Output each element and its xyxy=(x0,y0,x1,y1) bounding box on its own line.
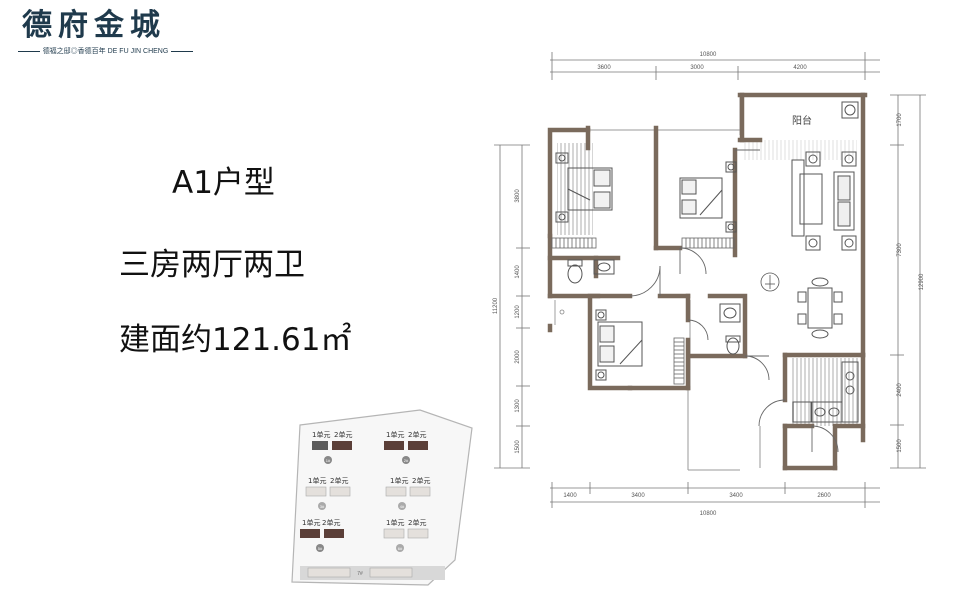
unit2-label-b3: 2单元 xyxy=(330,476,348,485)
building-number-1: 1# xyxy=(326,458,331,463)
building-7: 7# xyxy=(307,567,413,578)
unit1-label-b4: 1单元 xyxy=(390,476,408,485)
brand-title: 德府金城 xyxy=(22,8,166,43)
building-4: 1单元 2单元 4# xyxy=(385,476,430,510)
unit2-label-b6: 2单元 xyxy=(408,518,426,527)
basin-left xyxy=(593,259,615,275)
wardrobe-second xyxy=(681,237,735,249)
dimensions-top xyxy=(550,52,880,80)
unit1-label-b6: 1单元 xyxy=(386,518,404,527)
unit1-label-b5: 1单元 xyxy=(302,518,320,527)
building-6: 1单元 2单元 6# xyxy=(383,518,429,552)
dim-left-5: 1300 xyxy=(515,399,521,413)
dim-left-4: 2000 xyxy=(515,350,521,364)
basin-right xyxy=(719,303,741,323)
dim-left-6: 1500 xyxy=(515,440,521,454)
bed-third xyxy=(595,309,643,381)
dim-top-3: 4200 xyxy=(793,65,807,71)
balcony-label: 阳台 xyxy=(792,114,812,127)
dim-bottom-3: 3400 xyxy=(729,493,743,499)
bed-second xyxy=(679,161,737,233)
washing-machine xyxy=(841,101,859,119)
kitchen-counter xyxy=(792,361,859,423)
compass-icon xyxy=(760,272,780,292)
toilet-right xyxy=(725,335,741,355)
dim-right-2: 7300 xyxy=(897,243,903,257)
dim-right-total: 12900 xyxy=(919,273,925,290)
brand-logo: 德府金城 德福之邸◎香德百年 DE FU JIN CHENG xyxy=(18,8,193,56)
bed-master xyxy=(555,152,613,223)
building-number-6: 6# xyxy=(398,546,403,551)
doors xyxy=(629,149,839,453)
divider xyxy=(171,50,193,52)
brand-subtitle: 德福之邸◎香德百年 DE FU JIN CHENG xyxy=(42,48,169,55)
dim-right-1: 1700 xyxy=(897,113,903,127)
sofa xyxy=(791,159,855,237)
dim-right-3: 2400 xyxy=(897,383,903,397)
building-number-4: 4# xyxy=(400,504,405,509)
unit2-label-b1: 2单元 xyxy=(334,430,352,439)
walls xyxy=(547,92,868,471)
dim-right-4: 1500 xyxy=(897,439,903,453)
dim-top-2: 3000 xyxy=(690,65,704,71)
divider xyxy=(18,50,40,52)
dim-bottom-2: 3400 xyxy=(631,493,645,499)
dim-left-3: 1200 xyxy=(515,305,521,319)
unit2-label-b2: 2单元 xyxy=(408,430,426,439)
brand-subtitle-row: 德福之邸◎香德百年 DE FU JIN CHENG xyxy=(18,46,193,56)
dining-table xyxy=(797,277,843,339)
building-3: 1单元 2单元 3# xyxy=(305,476,351,510)
building-5: 1单元 2单元 5# xyxy=(300,518,344,552)
unit-area: 建面约121.61㎡ xyxy=(119,322,352,358)
dimensions-right xyxy=(890,94,926,469)
dim-bottom-4: 2600 xyxy=(817,493,831,499)
dim-left-2: 1400 xyxy=(515,265,521,279)
building-number-3: 3# xyxy=(320,504,325,509)
wardrobe-master xyxy=(551,237,597,249)
dim-bottom-1: 1400 xyxy=(563,493,577,499)
floor-finish xyxy=(557,140,860,426)
unit1-label-b1: 1单元 xyxy=(312,430,330,439)
unit2-label-b5: 2单元 xyxy=(322,518,340,527)
unit-layout: 三房两厅两卫 xyxy=(119,247,305,283)
dim-bottom-total: 10800 xyxy=(700,511,717,517)
dim-left-total: 11200 xyxy=(493,297,499,314)
building-number-7: 7# xyxy=(357,571,363,577)
building-number-2: 2# xyxy=(404,458,409,463)
wardrobe-third xyxy=(673,337,685,385)
dimensions-left xyxy=(494,144,530,469)
dim-left-1: 3800 xyxy=(515,189,521,203)
unit1-label-b2: 1单元 xyxy=(386,430,404,439)
shower xyxy=(554,300,565,325)
dim-top-total: 10800 xyxy=(700,52,717,58)
dimensions-bottom xyxy=(550,482,880,508)
site-boundary xyxy=(291,409,473,586)
unit-type: A1户型 xyxy=(172,165,275,201)
building-1: 1单元 2单元 1# xyxy=(312,430,352,464)
dim-top-1: 3600 xyxy=(597,65,611,71)
unit2-label-b4: 2单元 xyxy=(412,476,430,485)
unit1-label-b3: 1单元 xyxy=(308,476,326,485)
building-number-5: 5# xyxy=(318,546,323,551)
side-tables xyxy=(805,151,857,251)
building-2: 1单元 2单元 2# xyxy=(384,430,428,464)
toilet-left xyxy=(567,259,583,284)
